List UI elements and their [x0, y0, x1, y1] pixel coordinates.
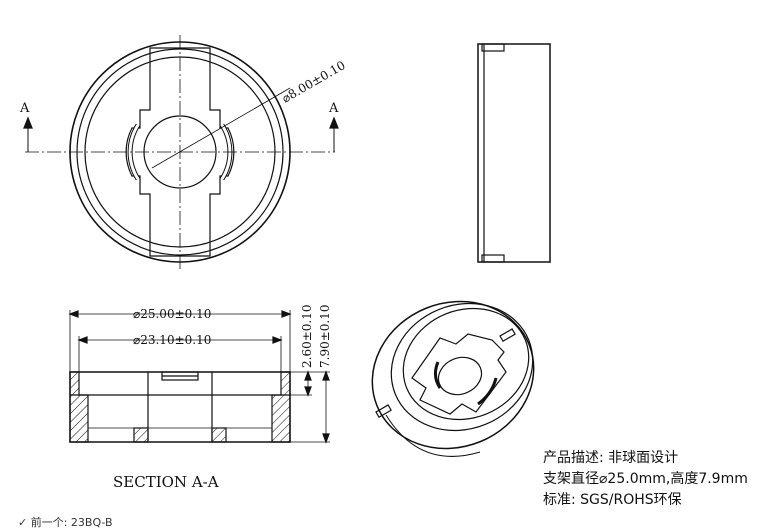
isometric-view — [371, 300, 535, 457]
inner-diameter-label: ⌀23.10±0.10 — [133, 333, 211, 347]
section-mark-right: A — [328, 101, 339, 116]
product-standard: 标准: SGS/ROHS环保 — [543, 492, 682, 508]
total-height-label: 7.90±0.10 — [318, 305, 332, 369]
section-mark-left: A — [19, 101, 30, 116]
outer-diameter-label: ⌀25.00±0.10 — [133, 307, 211, 321]
product-dimensions: 支架直径⌀25.0mm,高度7.9mm — [543, 471, 748, 487]
section-view — [68, 310, 330, 444]
section-title: SECTION A-A — [113, 473, 219, 491]
side-view — [477, 43, 551, 263]
front-view — [23, 35, 339, 272]
hole-dimension-label: ⌀8.00±0.10 — [280, 58, 348, 105]
previous-link[interactable]: ✓ 前一个: 23BQ-B — [18, 516, 113, 529]
step-height-label: 2.60±0.10 — [300, 305, 314, 369]
product-info: 产品描述: 非球面设计 支架直径⌀25.0mm,高度7.9mm 标准: SGS/… — [543, 448, 748, 511]
product-description: 产品描述: 非球面设计 — [543, 450, 679, 466]
